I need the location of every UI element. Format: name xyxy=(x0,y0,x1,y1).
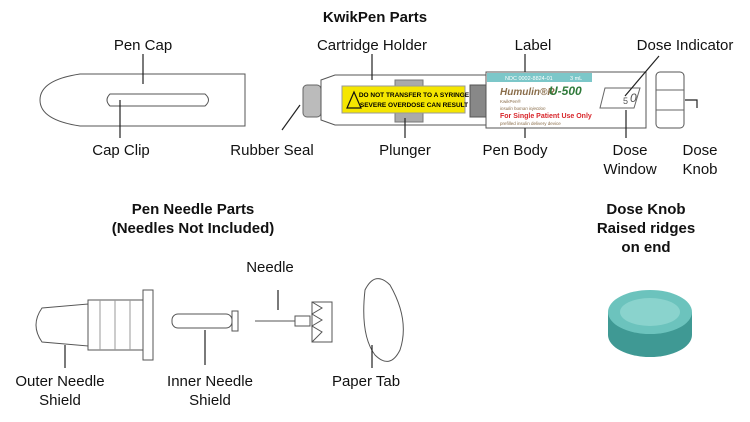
ndc-text: NDC 0002-8824-01 xyxy=(505,76,553,82)
label-rubber-seal: Rubber Seal xyxy=(230,142,313,159)
description-text: insulin human injection xyxy=(500,106,546,111)
dose-knob-photo xyxy=(608,290,692,357)
label-dose-knob-2: Knob xyxy=(682,161,717,178)
dose-knob-title-3: on end xyxy=(621,239,670,256)
label-inner-shield-1: Inner Needle xyxy=(167,373,253,390)
device-text: KwikPen® xyxy=(500,98,522,104)
label-paper-tab: Paper Tab xyxy=(332,373,400,390)
label-plunger: Plunger xyxy=(379,142,431,159)
outer-needle-shield xyxy=(35,289,154,361)
warning-icon xyxy=(346,90,362,109)
single-use-text: For Single Patient Use Only xyxy=(500,113,592,120)
label-outer-shield-2: Shield xyxy=(39,392,81,409)
label-dose-window-1: Dose xyxy=(612,142,647,159)
dose-digit: 5 xyxy=(623,96,628,106)
needle-section-title-2: (Needles Not Included) xyxy=(112,220,275,237)
label-outer-shield-1: Outer Needle xyxy=(15,373,104,390)
label-cap-clip: Cap Clip xyxy=(92,142,150,159)
label-inner-shield-2: Shield xyxy=(189,392,231,409)
dose-knob-title-1: Dose Knob xyxy=(606,201,685,218)
strength-text: U-500 xyxy=(549,84,582,98)
volume-text: 3 mL xyxy=(570,76,582,82)
dose-digit-2: 0 xyxy=(630,91,637,105)
label-label: Label xyxy=(515,37,552,54)
warning-line-1: DO NOT TRANSFER TO A SYRINGE xyxy=(359,92,470,99)
label-pen-body: Pen Body xyxy=(482,142,548,159)
dose-knob-title-2: Raised ridges xyxy=(597,220,695,237)
needle-section-title-1: Pen Needle Parts xyxy=(132,201,255,218)
pen-body-drawing: DO NOT TRANSFER TO A SYRINGE SEVERE OVER… xyxy=(302,71,685,129)
label-pen-cap: Pen Cap xyxy=(114,37,172,54)
prefilled-text: prefilled insulin delivery device xyxy=(500,121,561,126)
label-dose-knob-1: Dose xyxy=(682,142,717,159)
warning-label xyxy=(341,85,466,114)
label-dose-indicator: Dose Indicator xyxy=(637,37,734,54)
needle xyxy=(255,301,333,343)
label-cartridge-holder: Cartridge Holder xyxy=(317,37,427,54)
dose-window-shape xyxy=(599,87,641,109)
brand-text: Humulin®R xyxy=(500,87,555,98)
warning-line-2: SEVERE OVERDOSE CAN RESULT xyxy=(360,102,468,109)
paper-tab xyxy=(363,278,404,362)
label-dose-window-2: Window xyxy=(603,161,657,178)
diagram-title: KwikPen Parts xyxy=(323,9,427,26)
dose-knob-shape xyxy=(655,71,685,129)
rubber-seal-shape xyxy=(302,84,322,118)
cap-clip-shape xyxy=(106,93,209,107)
pen-cap xyxy=(39,73,246,127)
label-needle: Needle xyxy=(246,259,294,276)
inner-needle-shield xyxy=(171,310,239,332)
